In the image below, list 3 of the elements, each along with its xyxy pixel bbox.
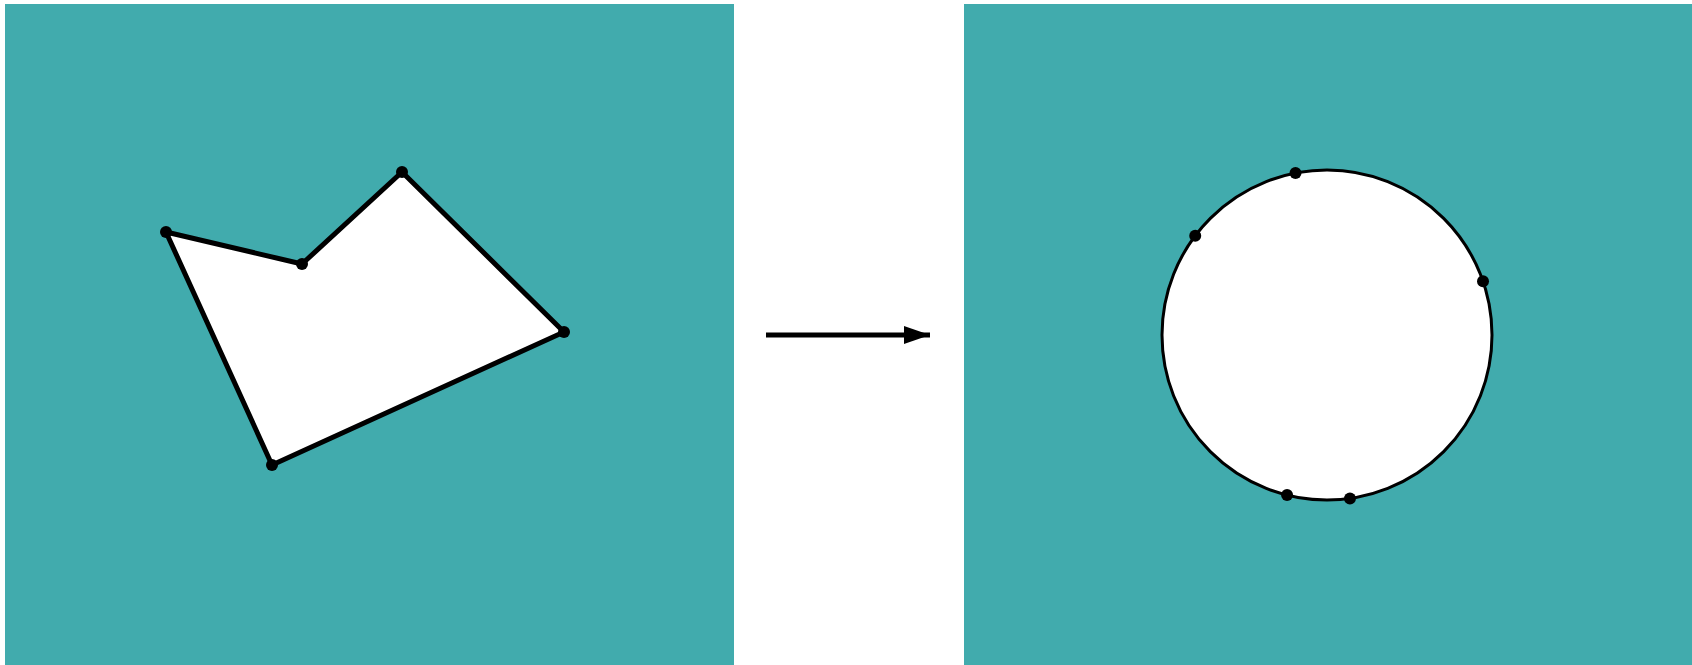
panel: [964, 4, 1692, 665]
panel: [5, 4, 734, 665]
arrow: [766, 326, 930, 344]
